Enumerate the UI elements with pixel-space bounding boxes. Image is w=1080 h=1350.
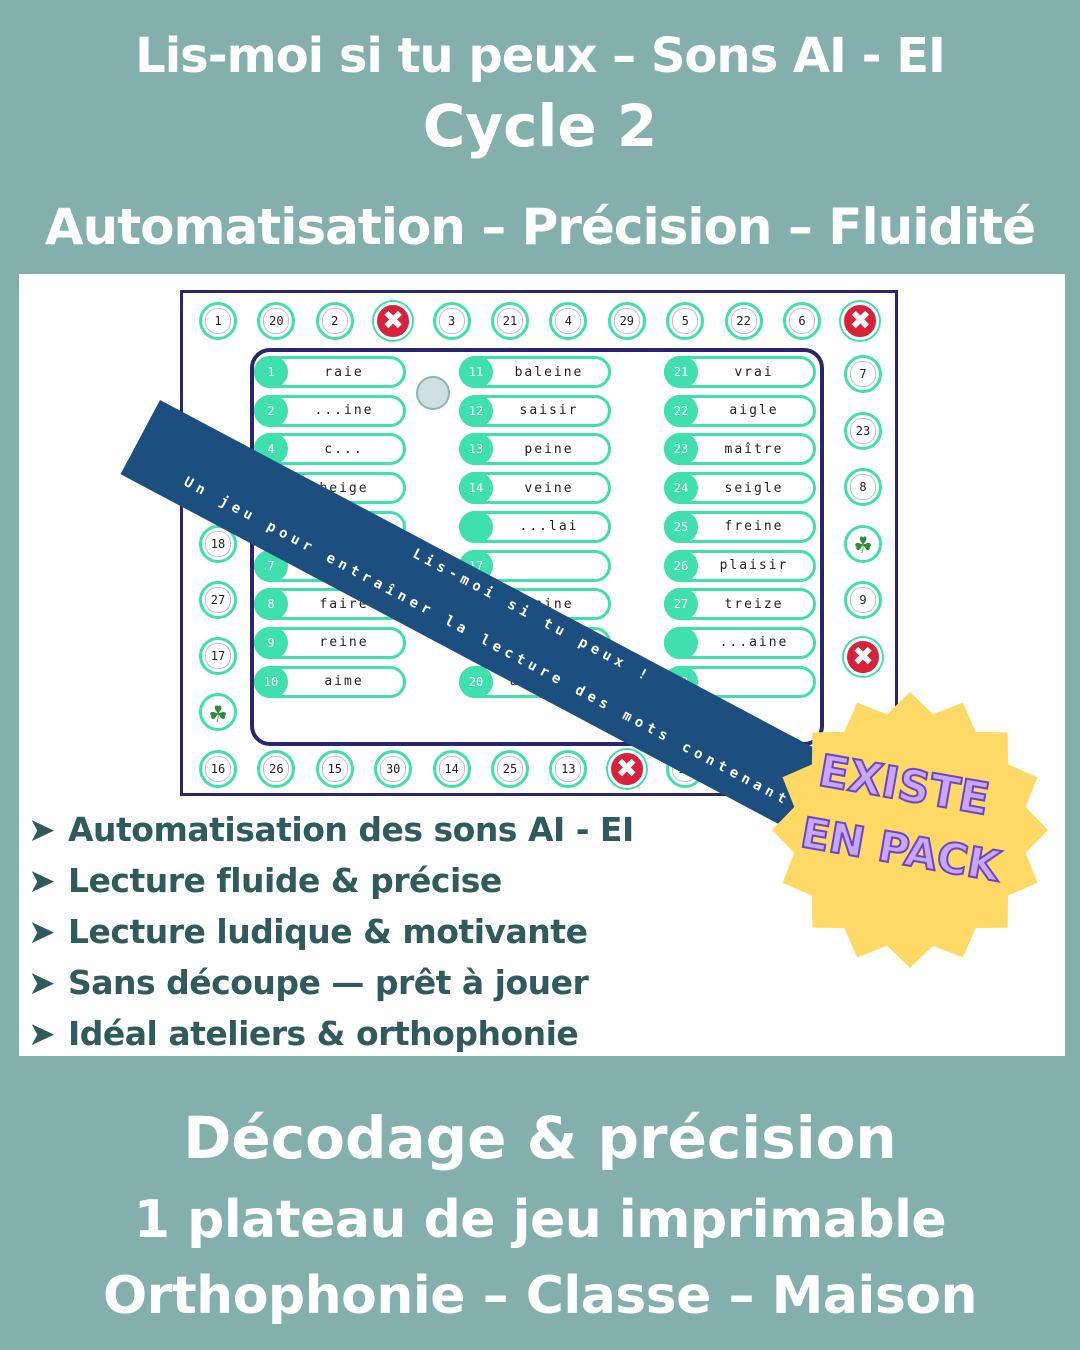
board-cell: 2 [315,302,354,340]
board-cell: 5 [666,302,705,340]
board-cell: 8 [844,468,882,506]
lose-cell-icon: ✖ [607,750,646,788]
arrow-icon: ➤ [28,912,56,951]
badge-shape [772,692,1048,968]
pack-badge: EXISTE EN PACK [770,690,1050,970]
arrow-icon: ➤ [28,861,56,900]
board-cell: 14 [432,750,471,788]
footer-line-3: Orthophonie – Classe – Maison [102,1266,978,1326]
feature-item: ➤Lecture fluide & précise [28,861,502,900]
board-cell: 22 [724,302,763,340]
clover-cell-icon: ☘ [199,693,237,731]
board-cell: 1 [199,302,237,340]
title-line-2: Cycle 2 [422,92,658,160]
feature-item: ➤Automatisation des sons AI - EI [28,810,634,849]
clover-cell-icon: ☘ [844,524,882,563]
board-cell: 27 [199,581,237,619]
board-cell: 21 [491,302,529,340]
board-cell: 26 [257,750,296,788]
board-cell: 7 [844,355,882,393]
stamp-icon [416,376,450,410]
board-cell: 16 [199,750,237,788]
word-pill: ...lai [459,510,611,543]
feature-item: ➤Idéal ateliers & orthophonie [28,1014,579,1053]
board-cell: 23 [844,411,882,450]
footer-line-1: Décodage & précision [183,1104,897,1172]
board-cell: 25 [491,750,529,788]
board-cell: 20 [257,302,296,340]
arrow-icon: ➤ [28,1014,56,1053]
lose-cell-icon: ✖ [374,302,413,340]
feature-list: ➤Automatisation des sons AI - EI ➤Lectur… [28,810,634,1065]
board-cell: 13 [549,750,588,788]
feature-item: ➤Sans découpe — prêt à jouer [28,963,589,1002]
title-line-3: Automatisation – Précision – Fluidité [44,198,1036,256]
board-cell: 30 [374,750,413,788]
lose-cell-icon: ✖ [841,302,880,340]
arrow-icon: ➤ [28,963,56,1002]
word-frame [250,348,824,746]
board-cell: 3 [432,302,471,340]
footer-line-2: 1 plateau de jeu imprimable [133,1190,947,1250]
board-cell: 15 [315,750,354,788]
word-pill: ...aine [664,626,816,659]
word-pill: 2...ine [254,394,406,427]
board-cell: 29 [607,302,646,340]
title-line-1: Lis-moi si tu peux – Sons AI - EI [135,28,946,84]
board-cell: 6 [783,302,821,340]
feature-item: ➤Lecture ludique & motivante [28,912,588,951]
lose-cell-icon: ✖ [844,637,882,676]
board-cell: 4 [549,302,588,340]
arrow-icon: ➤ [28,810,56,849]
board-cell: 17 [199,637,237,675]
board-cell: 9 [844,581,882,619]
